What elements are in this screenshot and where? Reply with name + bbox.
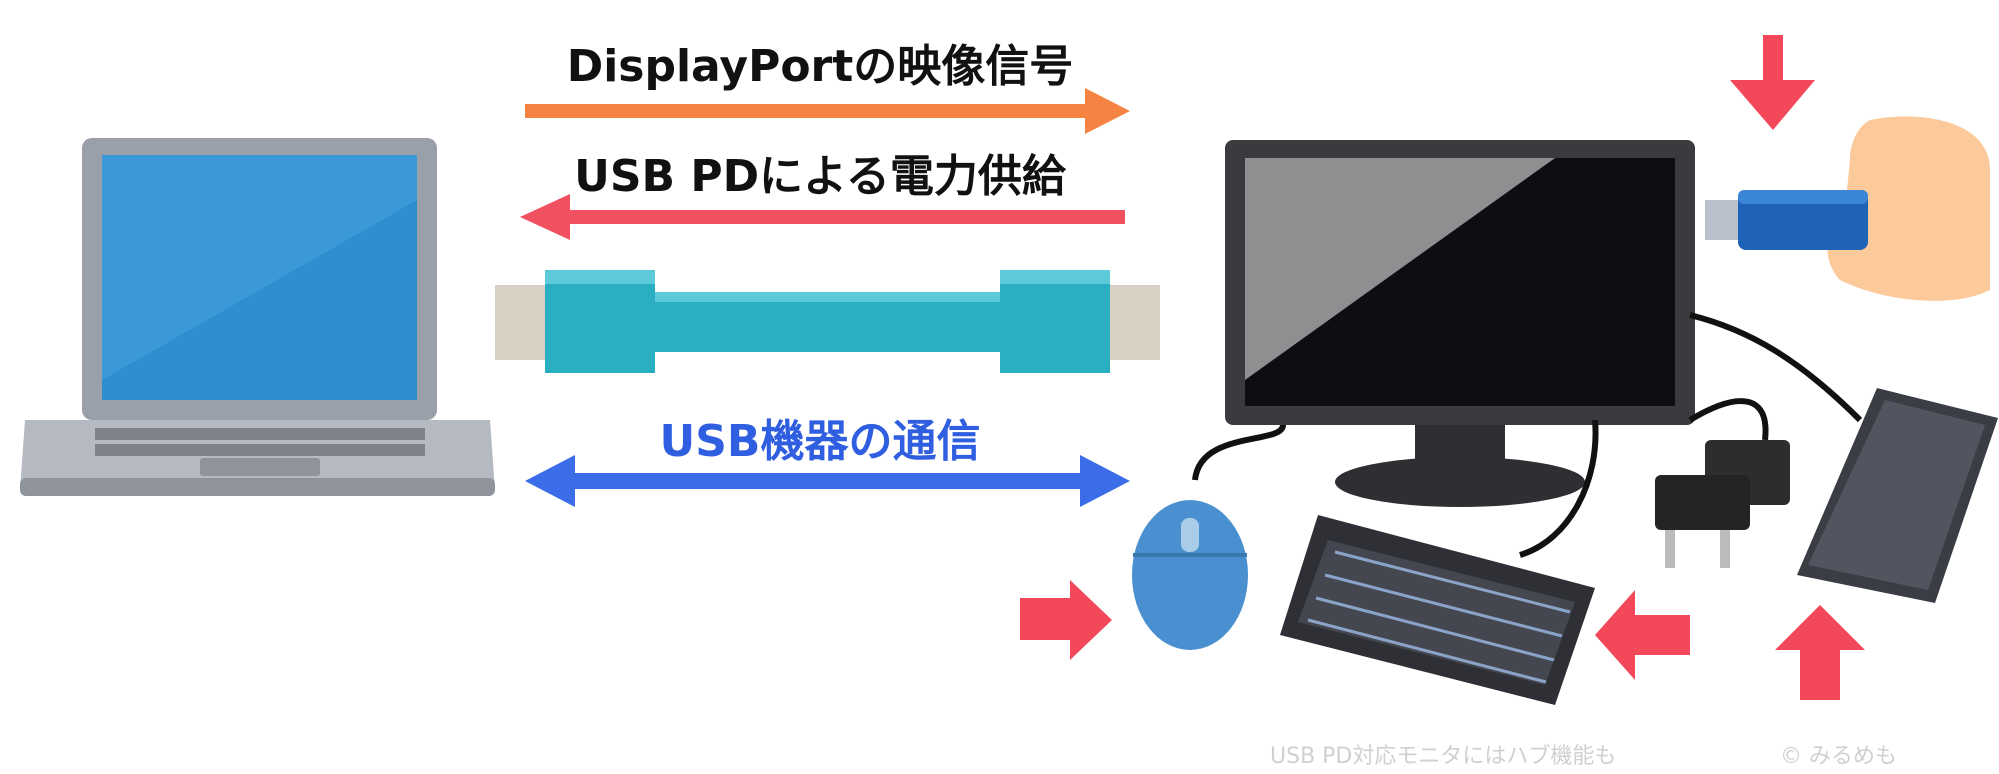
power-delivery-arrow: [520, 194, 1125, 240]
credit-watermark: © みるめも: [1780, 744, 1897, 769]
displayport-arrow: [525, 88, 1130, 134]
monitor-icon: [1225, 140, 1695, 507]
power-delivery-label: USB PDによる電力供給: [574, 151, 1066, 202]
pointer-arrow-keyboard: [1595, 590, 1690, 680]
displayport-label: DisplayPortの映像信号: [566, 41, 1074, 92]
keyboard-icon: [1280, 515, 1595, 705]
smartphone-icon: [1797, 388, 1998, 603]
usb-c-cable-icon: [495, 270, 1160, 373]
usb-flash-drive-icon: [1705, 190, 1868, 250]
hand-icon: [1827, 116, 1990, 301]
usb-communication-label: USB機器の通信: [659, 416, 981, 467]
laptop-icon: [20, 138, 495, 496]
pointer-arrow-phone: [1775, 605, 1865, 700]
pointer-arrow-flash: [1730, 35, 1815, 130]
power-plug-icon: [1655, 440, 1790, 568]
footer-note: USB PD対応モニタにはハブ機能も: [1270, 744, 1617, 769]
pointer-arrow-mouse: [1020, 580, 1112, 660]
mouse-icon: [1132, 500, 1248, 650]
usb-communication-arrow: [525, 455, 1130, 507]
device-cables: [1192, 312, 1863, 558]
